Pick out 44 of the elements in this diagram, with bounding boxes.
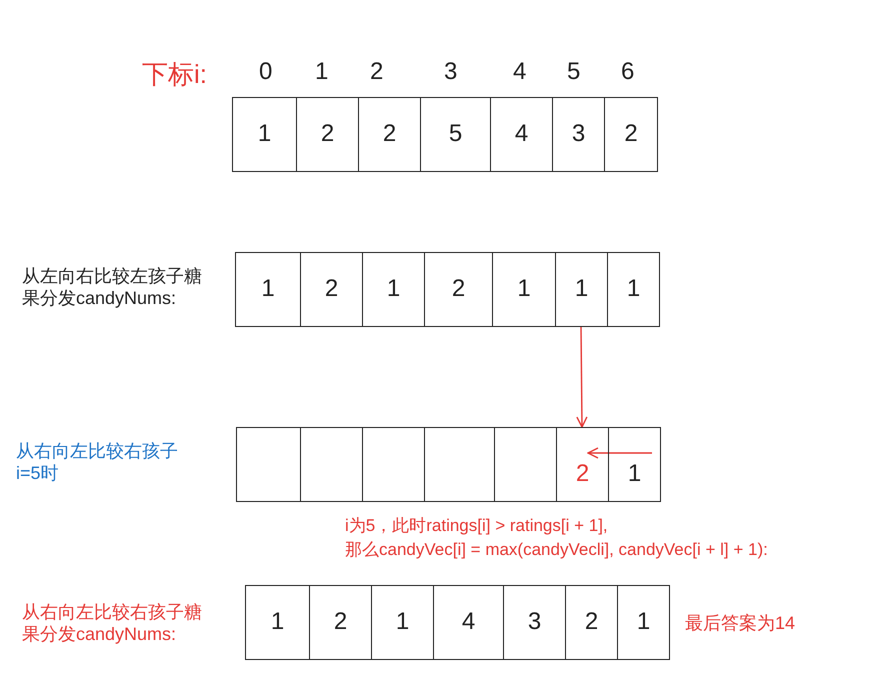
array-cell: 2 xyxy=(358,97,421,172)
row-label: 从左向右比较左孩子糖果分发candyNums: xyxy=(22,266,203,310)
array-cell: 2 xyxy=(424,252,493,327)
index-heading: 下标i: xyxy=(142,58,207,91)
array-cell: 4 xyxy=(433,585,504,660)
array-cell: 3 xyxy=(552,97,605,172)
index-number: 1 xyxy=(315,58,328,86)
index-number: 3 xyxy=(444,58,458,86)
empty-cell xyxy=(236,427,301,502)
empty-cell xyxy=(494,427,557,502)
array-cell: 2 xyxy=(604,97,658,172)
array-cell: 2 xyxy=(556,427,609,502)
empty-cell xyxy=(424,427,495,502)
note-text: i为5，此时ratings[i] > ratings[i + 1], xyxy=(345,515,608,537)
array-cell: 1 xyxy=(555,252,608,327)
index-number: 5 xyxy=(567,58,580,86)
arrow xyxy=(576,326,588,428)
array-cell: 1 xyxy=(362,252,425,327)
array-cell: 1 xyxy=(371,585,434,660)
empty-cell xyxy=(300,427,363,502)
array-cell: 1 xyxy=(617,585,670,660)
index-number: 0 xyxy=(259,58,272,86)
result-text: 最后答案为14 xyxy=(685,612,796,635)
array-cell: 1 xyxy=(235,252,301,327)
array-cell: 4 xyxy=(490,97,553,172)
array-cell: 1 xyxy=(232,97,297,172)
row-label: 从右向左比较右孩子糖果分发candyNums: xyxy=(22,602,203,646)
empty-cell xyxy=(362,427,425,502)
array-cell: 1 xyxy=(607,252,660,327)
index-number: 4 xyxy=(513,58,526,86)
array-cell: 5 xyxy=(420,97,491,172)
array-cell: 2 xyxy=(300,252,363,327)
index-number: 2 xyxy=(370,58,384,86)
step-label: 从右向左比较右孩子i=5时 xyxy=(16,441,179,484)
array-cell: 2 xyxy=(296,97,359,172)
array-cell: 2 xyxy=(309,585,372,660)
array-cell: 2 xyxy=(565,585,618,660)
index-number: 6 xyxy=(621,58,634,86)
arrow xyxy=(587,447,652,459)
array-cell: 1 xyxy=(245,585,310,660)
array-cell: 1 xyxy=(608,427,661,502)
array-cell: 1 xyxy=(492,252,556,327)
array-cell: 3 xyxy=(503,585,566,660)
note-text: 那么candyVec[i] = max(candyVecli], candyVec[i + l] + 1): xyxy=(345,539,768,561)
